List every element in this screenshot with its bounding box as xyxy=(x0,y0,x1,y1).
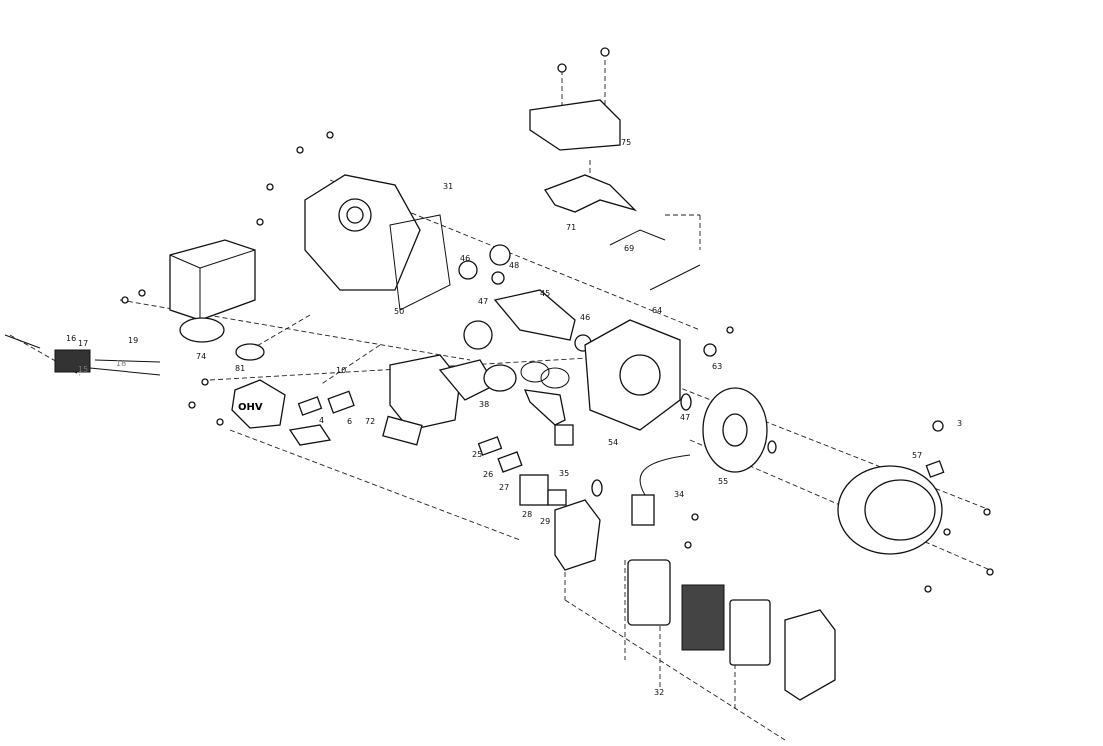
part-35 xyxy=(554,424,574,446)
label-29: 29 xyxy=(540,517,551,526)
part-3 xyxy=(932,420,944,432)
label-50: 50 xyxy=(394,307,405,316)
label-63: 63 xyxy=(712,362,723,371)
label-31: 31 xyxy=(443,182,454,191)
label-6: 6 xyxy=(347,417,353,426)
top-cover-75 xyxy=(529,99,621,151)
label-54: 54 xyxy=(608,438,619,447)
label-15: 15 xyxy=(78,365,89,374)
pushrod xyxy=(4,334,41,349)
label-74: 74 xyxy=(196,352,207,361)
label-64: 64 xyxy=(652,306,663,315)
gasket-81 xyxy=(235,343,265,361)
label-17: 17 xyxy=(78,339,89,348)
label-46b: 46 xyxy=(580,313,591,322)
crankcase-cover-50 xyxy=(304,174,421,291)
label-28: 28 xyxy=(522,510,533,519)
label-72: 72 xyxy=(365,417,376,426)
valve-cover xyxy=(231,379,286,429)
label-38: 38 xyxy=(479,400,490,409)
label-47b: 47 xyxy=(680,413,691,422)
label-16: 16 xyxy=(66,334,77,343)
throttle-lever-71 xyxy=(544,174,638,213)
label-34: 34 xyxy=(674,490,685,499)
crankshaft-45 xyxy=(493,289,576,341)
bolt xyxy=(600,47,610,57)
filter-foam xyxy=(729,599,771,666)
connecting-rod xyxy=(523,389,566,426)
label-47: 47 xyxy=(478,297,489,306)
label-35: 35 xyxy=(559,469,570,478)
label-4: 4 xyxy=(319,416,325,425)
cylinder-head xyxy=(389,354,461,431)
air-filter-cover xyxy=(784,609,836,701)
label-32: 32 xyxy=(654,688,665,697)
ohv-logo: OHV xyxy=(238,402,263,413)
filter-gasket xyxy=(627,559,671,626)
muffler-gasket-74 xyxy=(179,317,225,343)
bolts xyxy=(121,131,994,593)
label-27: 27 xyxy=(499,483,510,492)
muffler xyxy=(169,239,256,321)
assembly-guide-lines xyxy=(9,60,991,741)
air-filter-base xyxy=(554,499,601,571)
label-75: 75 xyxy=(621,138,632,147)
label-26: 26 xyxy=(483,470,494,479)
rocker-assembly xyxy=(54,349,91,373)
label-25: 25 xyxy=(472,450,483,459)
label-81: 81 xyxy=(235,364,246,373)
crank-gear xyxy=(463,320,493,350)
gear-48 xyxy=(489,244,511,266)
spring-64 xyxy=(649,264,701,291)
label-3: 3 xyxy=(957,419,963,428)
label-69: 69 xyxy=(624,244,635,253)
carburetor-28 xyxy=(519,474,549,506)
piston xyxy=(483,364,517,392)
label-57: 57 xyxy=(912,451,923,460)
label-55: 55 xyxy=(718,477,729,486)
label-46: 46 xyxy=(460,254,471,263)
label-71: 71 xyxy=(566,223,577,232)
filter-element xyxy=(681,584,725,651)
label-18: 18 xyxy=(116,359,127,368)
gasket xyxy=(389,214,451,311)
ignition-coil xyxy=(631,494,655,526)
label-10: 10 xyxy=(336,366,347,375)
bolt xyxy=(557,63,567,73)
label-19: 19 xyxy=(128,336,139,345)
label-48: 48 xyxy=(509,261,520,270)
label-45: 45 xyxy=(540,289,551,298)
